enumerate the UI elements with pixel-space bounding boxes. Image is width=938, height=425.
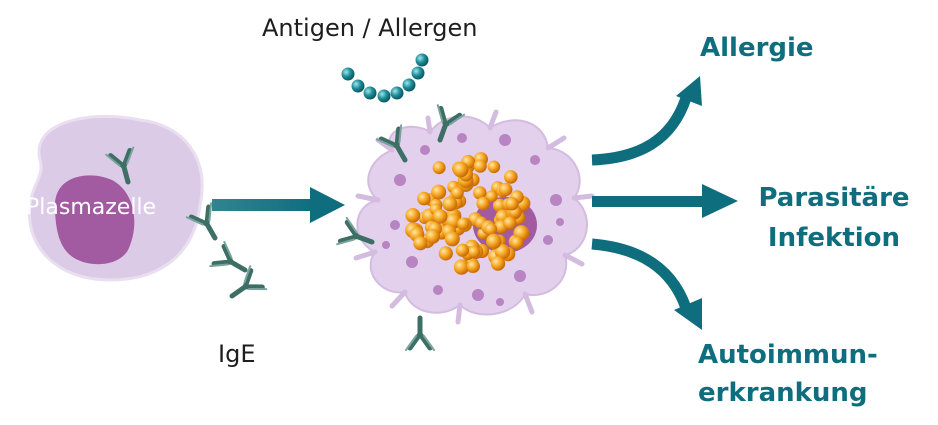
antigen-bead xyxy=(363,86,377,100)
granule xyxy=(442,196,458,212)
antigen-bead xyxy=(402,78,416,92)
granule xyxy=(432,161,446,175)
arrow-allergie xyxy=(591,76,702,166)
granule xyxy=(452,161,469,178)
plasma-cell-label: Plasmazelle xyxy=(26,195,157,220)
outcome-autoimmun-line2: erkrankung xyxy=(698,378,868,408)
outcome-autoimmun-line1: Autoimmun- xyxy=(698,340,878,370)
granule xyxy=(444,231,460,247)
granule xyxy=(476,196,491,211)
granule xyxy=(473,186,487,200)
granule xyxy=(473,159,487,173)
granule xyxy=(432,209,448,224)
antigen-bead xyxy=(411,66,425,80)
granule xyxy=(485,190,498,203)
mast-cell xyxy=(353,109,595,325)
antigen-label: Antigen / Allergen xyxy=(262,14,478,42)
granule xyxy=(438,246,453,261)
granule xyxy=(405,208,421,223)
antigen-chain xyxy=(341,53,429,103)
granule xyxy=(425,229,441,244)
granule-cluster xyxy=(405,152,531,275)
granule xyxy=(413,236,428,251)
granule xyxy=(468,245,481,258)
outcome-parasitaere-line2: Infektion xyxy=(767,223,901,253)
antigen-bead xyxy=(341,67,355,81)
granule xyxy=(431,184,447,200)
granule xyxy=(498,182,513,197)
arrow-autoimmunerkrankung xyxy=(591,238,702,330)
antigen-bead xyxy=(390,86,404,100)
antigen-bead xyxy=(415,53,429,67)
granule xyxy=(484,222,498,236)
granule xyxy=(505,197,519,211)
granule xyxy=(494,244,511,260)
granule xyxy=(510,236,524,250)
outcome-allergie: Allergie xyxy=(700,33,814,63)
granule xyxy=(457,217,470,230)
granule xyxy=(503,216,517,230)
granule xyxy=(453,259,470,275)
granule xyxy=(451,186,464,200)
granule xyxy=(486,233,502,249)
plasma-cell xyxy=(27,114,204,282)
granule xyxy=(504,170,518,184)
granule xyxy=(466,259,480,273)
arrow-to-mast-cell xyxy=(212,187,345,223)
arrow-parasitaere-infektion xyxy=(592,184,738,218)
granule xyxy=(455,243,469,257)
granule xyxy=(490,256,506,271)
granule xyxy=(417,191,431,206)
antigen-bead xyxy=(351,79,365,93)
outcome-parasitaere-line1: Parasitäre xyxy=(758,183,910,213)
antigen-bead xyxy=(377,89,391,103)
ige-label: IgE xyxy=(218,340,256,368)
granule xyxy=(487,160,501,174)
bound-antibody-icon xyxy=(406,318,434,350)
